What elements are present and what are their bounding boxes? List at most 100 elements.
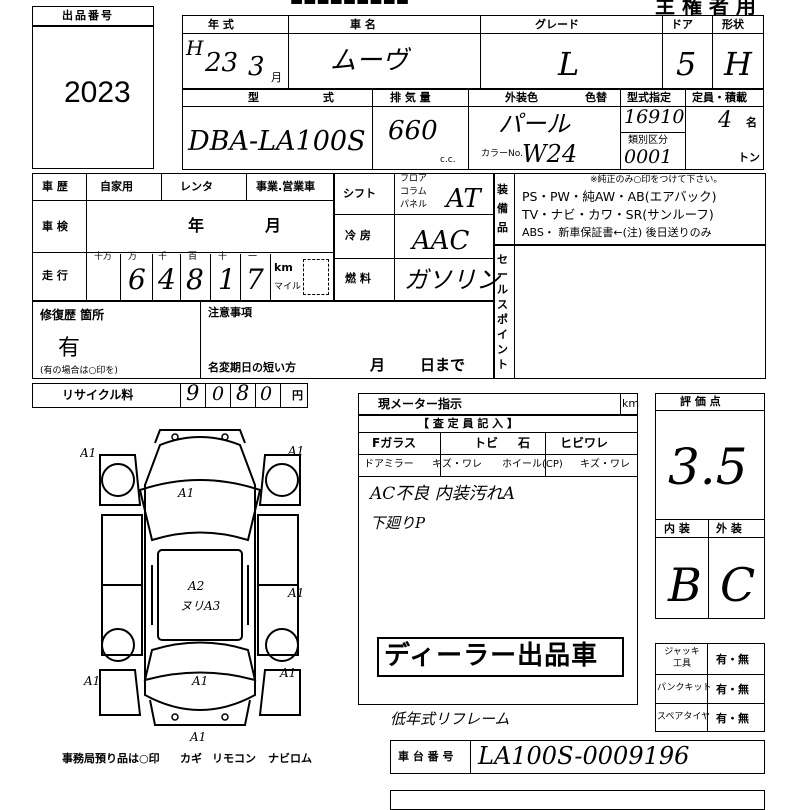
damage-mark-front-left: A1	[80, 446, 96, 460]
history-opt-rental: レンタ	[180, 180, 213, 193]
col-type-code: 型式指定	[627, 91, 671, 104]
color-no-value: W24	[522, 140, 578, 168]
model-value: DBA-LA100S	[188, 126, 366, 157]
shift-label: シフト	[343, 187, 376, 200]
shift-column: コラム	[400, 187, 427, 197]
repair-notes-box	[32, 301, 494, 379]
damage-mark-rear-left: A1	[83, 674, 100, 688]
interior-label: 内 装	[664, 522, 690, 535]
exterior-grade: C	[720, 558, 756, 612]
header-title-cut: ▬▬▬▬▬▬▬▬▬	[290, 0, 410, 9]
history-label: 車 歴	[42, 180, 68, 193]
grade-value: L	[558, 45, 580, 83]
equipment-label: 装備品	[497, 183, 508, 234]
chassis-label: 車 台 番 号	[398, 750, 454, 763]
equipment-line3: ABS・ 新車保証書←(注) 後日送りのみ	[522, 226, 712, 239]
km-unit: km	[274, 261, 293, 274]
mileage-digit-4: 1	[218, 263, 236, 296]
comment-line2: 下廻りP	[370, 514, 426, 532]
repair-note: (有の場合は○印を)	[40, 366, 118, 376]
color-value: パール	[498, 110, 570, 138]
damage-mark-hood: A1	[177, 486, 194, 500]
mile-checkbox	[303, 259, 329, 295]
mileage-digit-2: 4	[158, 263, 176, 296]
tobi-label: トビ	[474, 436, 499, 450]
col-name: 車 名	[350, 18, 376, 31]
name-change-month: 月	[370, 356, 386, 374]
ac-value: AAC	[412, 226, 470, 256]
damage-mark-front-right: A1	[287, 444, 304, 458]
tool-spare-yn: 有・無	[716, 712, 749, 725]
recycle-digit-1: 0	[212, 383, 225, 405]
digit-label-1: 一	[248, 252, 258, 262]
col-model: 型 式	[248, 91, 364, 104]
capacity-value: 4	[718, 108, 732, 133]
recycle-box	[32, 383, 308, 408]
name-change-day: 日まで	[420, 356, 466, 374]
wheel-label: ホイール(CP)	[502, 459, 563, 470]
sale-point-box	[494, 245, 766, 379]
damage-mark-bottom: A1	[189, 730, 206, 744]
rating-box	[655, 393, 765, 619]
col-color: 外装色	[505, 91, 538, 104]
tool-puncture: パンクキット	[657, 683, 712, 693]
lot-label: 出品番号	[62, 9, 114, 22]
tool-jack-yn: 有・無	[716, 653, 749, 666]
notes-label: 注意事項	[208, 306, 252, 319]
type-code-value: 16910	[624, 106, 685, 128]
interior-grade: B	[668, 558, 702, 612]
car-name: ムーヴ	[330, 46, 409, 76]
color-no-label: カラーNo.	[481, 149, 523, 159]
specs-table	[334, 173, 494, 301]
ton-unit: トン	[738, 151, 760, 164]
dealer-stamp-text: ディーラー出品車	[384, 641, 599, 671]
inspection-label: 車 検	[42, 220, 68, 233]
name-change-label: 名変期日の短い方	[208, 361, 296, 374]
equipment-line2: TV・ナビ・カワ・SR(サンルーフ)	[522, 207, 714, 222]
meter-unit: km	[622, 397, 640, 410]
chassis-value: LA100S-0009196	[478, 742, 690, 770]
mile-unit: マイル	[274, 282, 302, 292]
month-value: 3	[248, 52, 265, 82]
repair-label: 修復歴 箇所	[40, 308, 105, 322]
lot-number: 2023	[64, 76, 131, 109]
mirror-label: ドアミラー	[364, 459, 414, 470]
exterior-label: 外 装	[716, 522, 742, 535]
capacity-unit: 名	[746, 116, 757, 129]
sale-point-label: セールスポイント	[497, 253, 508, 371]
digit-label-10k: 万	[128, 252, 138, 262]
header-title-right: 主 権 者 用	[655, 0, 756, 18]
recycle-digit-0: 9	[186, 381, 200, 405]
recycle-digit-2: 8	[236, 381, 250, 405]
footer-key: カギ	[180, 752, 202, 765]
mileage-digit-5: 7	[246, 263, 264, 296]
ishi-label: 石	[518, 436, 531, 450]
fuel-label: 燃 料	[345, 272, 371, 285]
footer-remote: リモコン	[212, 752, 256, 765]
month-unit: 月	[271, 71, 282, 84]
cc-unit: c.c.	[440, 155, 456, 165]
damage-mark-roof-paint: ヌリA3	[180, 599, 221, 613]
damage-mark-roof: A2	[187, 579, 204, 593]
col-capacity: 定員・積載	[692, 91, 747, 104]
rating-label: 評 価 点	[680, 395, 721, 408]
mileage-digit-3: 8	[186, 263, 204, 296]
recycle-label: リサイクル料	[62, 388, 134, 402]
col-grade: グレード	[535, 18, 579, 31]
col-shape: 形状	[722, 18, 744, 31]
col-door: ドア	[671, 18, 693, 31]
recycle-digit-3: 0	[260, 383, 273, 405]
hibiware-label: ヒビワレ	[560, 436, 609, 450]
car-diagram: A1 A1 A1 A1 A1 A1 A1 A1 A1 A2 ヌリA3 A1	[80, 425, 304, 744]
digit-label-1k: 千	[158, 252, 168, 262]
meter-label: 現メーター指示	[378, 397, 463, 411]
footer-navi: ナビロム	[268, 752, 312, 765]
shift-panel: パネル	[400, 200, 428, 210]
history-opt-private: 自家用	[100, 180, 133, 193]
history-table	[32, 173, 334, 301]
col-year: 年 式	[208, 18, 234, 31]
class-label: 類別区分	[628, 135, 668, 146]
meter-box	[358, 393, 638, 415]
class-code-value: 0001	[624, 146, 673, 168]
shape-value: H	[724, 45, 752, 83]
